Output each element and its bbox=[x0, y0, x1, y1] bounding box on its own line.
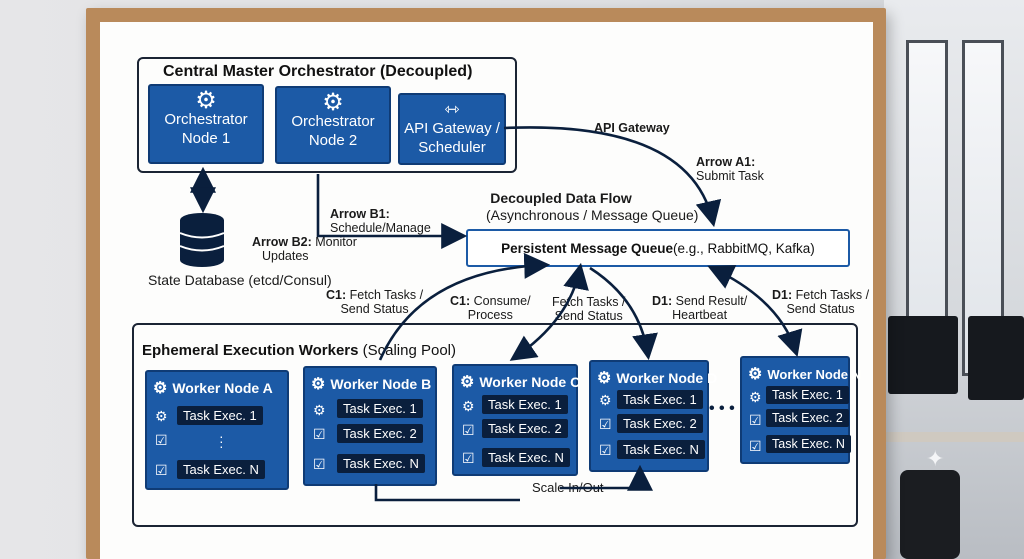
task-exec: Task Exec. 1 bbox=[177, 406, 263, 425]
gear-icon: ⚙ bbox=[599, 392, 612, 408]
gear-icon: ⚙ bbox=[749, 389, 762, 405]
gear-icon: ⚙ bbox=[313, 402, 326, 418]
checklist-icon: ☑ bbox=[749, 412, 762, 428]
arrow-a1-label: Arrow A1:Submit Task bbox=[696, 155, 764, 183]
c1-consume-label: C1: Consume/Process bbox=[450, 294, 531, 322]
task-exec: Task Exec. N bbox=[482, 448, 570, 467]
checklist-icon: ☑ bbox=[749, 438, 762, 454]
task-exec: Task Exec. 2 bbox=[482, 419, 568, 438]
orchestrator-node-2-label: Orchestrator Node 2 bbox=[291, 113, 375, 149]
worker-node-a: ⚙Worker Node A ⚙ Task Exec. 1 ☑ ··· ☑ Ta… bbox=[145, 370, 289, 490]
checklist-icon: ☑ bbox=[313, 456, 326, 472]
gear-icon: ⚙ bbox=[462, 398, 475, 414]
api-gateway-label: API Gateway / Scheduler bbox=[404, 120, 500, 156]
office-desk bbox=[884, 432, 1024, 442]
orchestrator-node-2: ⚙ Orchestrator Node 2 bbox=[275, 86, 391, 164]
persistent-message-queue: Persistent Message Queue (e.g., RabbitMQ… bbox=[466, 229, 850, 267]
gear-icon: ⚙ bbox=[322, 89, 344, 116]
task-exec: Task Exec. 1 bbox=[337, 399, 423, 418]
checklist-icon: ☑ bbox=[599, 442, 612, 458]
worker-node-b: ⚙Worker Node B ⚙ Task Exec. 1 ☑ Task Exe… bbox=[303, 366, 437, 486]
worker-node-d-title: ⚙Worker Node D bbox=[597, 370, 718, 387]
database-icon bbox=[178, 212, 226, 273]
worker-node-c-title: ⚙Worker Node C bbox=[460, 374, 581, 391]
d1-fetch-label: D1: Fetch Tasks /Send Status bbox=[772, 288, 870, 316]
central-orchestrator-group bbox=[137, 57, 517, 173]
task-exec: Task Exec. N bbox=[337, 454, 425, 473]
gear-icon: ⚙ bbox=[153, 380, 168, 397]
gateway-icon: ⇿ bbox=[444, 99, 460, 119]
central-orchestrator-title: Central Master Orchestrator (Decoupled) bbox=[163, 63, 473, 80]
sparkle-icon: ✦ bbox=[926, 446, 945, 471]
checklist-icon: ☑ bbox=[155, 432, 168, 448]
worker-node-n: ⚙Worker Node N ⚙ Task Exec. 1 ☑ Task Exe… bbox=[740, 356, 861, 464]
fetch-tasks-label: Fetch Tasks /Send Status bbox=[552, 295, 626, 323]
task-exec: Task Exec. N bbox=[177, 460, 265, 479]
gear-icon: ⚙ bbox=[460, 374, 475, 391]
task-exec: Task Exec. N bbox=[617, 440, 705, 459]
gear-icon: ⚙ bbox=[195, 87, 217, 114]
worker-node-b-title: ⚙Worker Node B bbox=[311, 376, 432, 393]
checklist-icon: ☑ bbox=[155, 462, 168, 478]
workers-pool-title: Ephemeral Execution Workers (Scaling Poo… bbox=[142, 342, 457, 359]
worker-node-a-title: ⚙Worker Node A bbox=[153, 380, 273, 397]
task-exec: Task Exec. 1 bbox=[617, 390, 703, 409]
orchestrator-node-1-label: Orchestrator Node 1 bbox=[164, 111, 248, 147]
checklist-icon: ☑ bbox=[462, 422, 475, 438]
worker-node-n-title: ⚙Worker Node N bbox=[748, 366, 862, 383]
task-exec: Task Exec. 1 bbox=[766, 386, 849, 404]
office-monitor bbox=[888, 316, 958, 394]
api-gateway-scheduler: ⇿ API Gateway / Scheduler bbox=[398, 93, 506, 165]
checklist-icon: ☑ bbox=[599, 416, 612, 432]
api-gateway-arrow-label: API Gateway bbox=[594, 121, 670, 135]
c1-fetch-label: C1: Fetch Tasks /Send Status bbox=[326, 288, 424, 316]
task-exec: Task Exec. N bbox=[766, 435, 851, 453]
gear-icon: ⚙ bbox=[597, 370, 612, 387]
task-exec: Task Exec. 2 bbox=[766, 409, 849, 427]
task-exec: Task Exec. 2 bbox=[337, 424, 423, 443]
task-exec: Task Exec. 2 bbox=[617, 414, 703, 433]
task-exec: Task Exec. 1 bbox=[482, 395, 568, 414]
more-dots: ··· bbox=[219, 428, 224, 454]
arrow-b1-label: Arrow B1:Schedule/Manage bbox=[330, 207, 431, 235]
state-database-label: State Database (etcd/Consul) bbox=[148, 272, 332, 288]
worker-node-c: ⚙Worker Node C ⚙ Task Exec. 1 ☑ Task Exe… bbox=[452, 364, 581, 476]
scale-in-out-label: Scale In/Out bbox=[532, 480, 604, 495]
checklist-icon: ☑ bbox=[462, 450, 475, 466]
office-chair bbox=[900, 470, 960, 559]
worker-node-d: ⚙Worker Node D ⚙ Task Exec. 1 ☑ Task Exe… bbox=[589, 360, 717, 472]
orchestrator-node-1: ⚙ Orchestrator Node 1 bbox=[148, 84, 264, 164]
gear-icon: ⚙ bbox=[155, 408, 168, 424]
checklist-icon: ☑ bbox=[313, 426, 326, 442]
gear-icon: ⚙ bbox=[311, 376, 326, 393]
d1-send-result-label: D1: Send Result/Heartbeat bbox=[652, 294, 748, 322]
gear-icon: ⚙ bbox=[748, 366, 763, 383]
more-workers-ellipsis: • • • bbox=[709, 400, 735, 417]
decoupled-data-flow-label: Decoupled Data Flow(Asynchronous / Messa… bbox=[486, 190, 699, 223]
office-monitor bbox=[968, 316, 1024, 400]
